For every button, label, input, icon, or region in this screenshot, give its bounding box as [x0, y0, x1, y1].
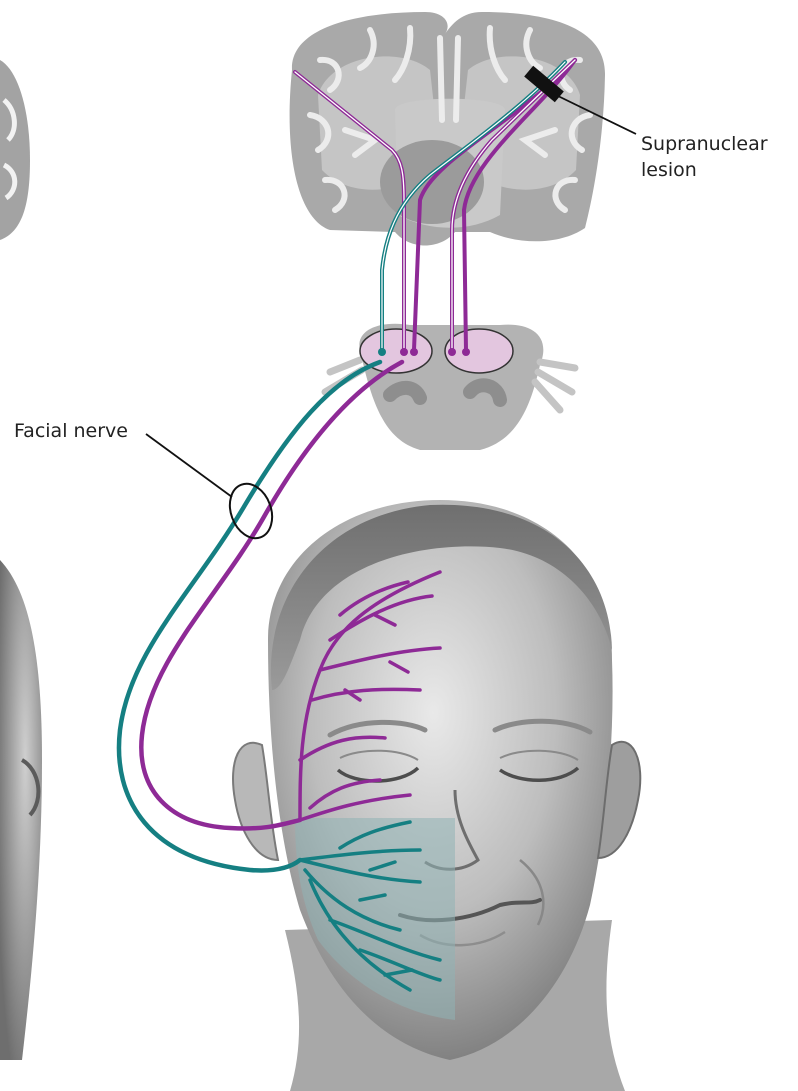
left-partial-brain	[0, 60, 30, 240]
supranuclear-lesion-label: Supranuclear lesion	[641, 131, 768, 183]
left-partial-head	[0, 560, 42, 1060]
brain-coronal-section	[290, 12, 605, 246]
facial-nerve-label: Facial nerve	[14, 418, 128, 444]
supranuclear-label-line1: Supranuclear	[641, 131, 768, 157]
facial-nerve-leader-line	[146, 434, 232, 497]
face-illustration	[233, 500, 640, 1091]
supranuclear-label-line2: lesion	[641, 157, 768, 183]
